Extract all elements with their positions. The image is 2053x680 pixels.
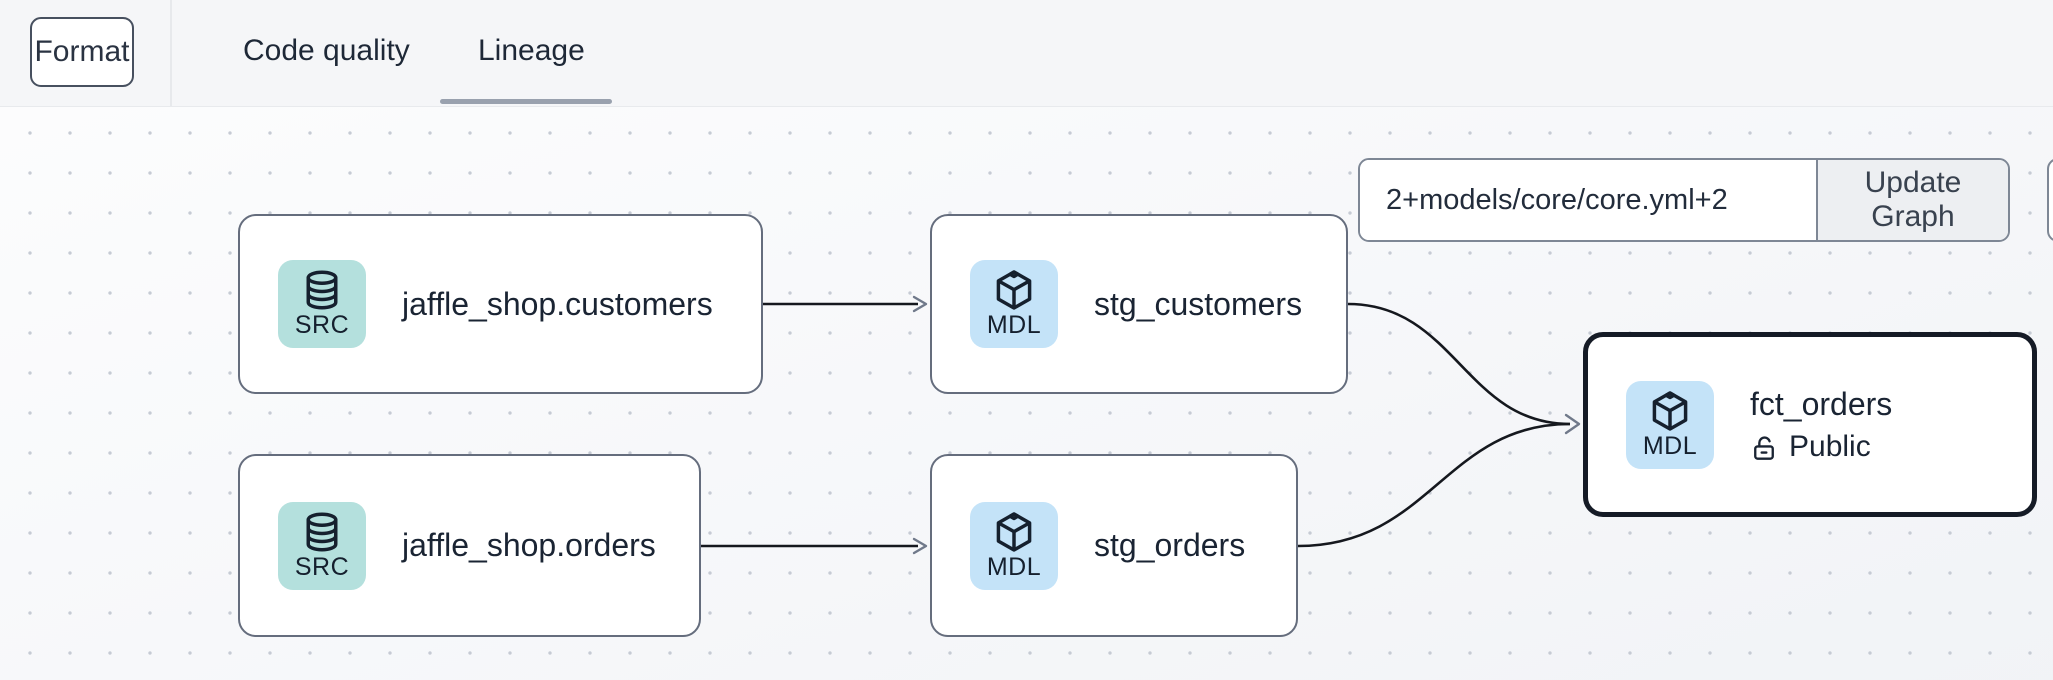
model-badge: MDL bbox=[970, 260, 1058, 348]
access-row: Public bbox=[1750, 430, 1892, 464]
update-graph-button[interactable]: Update Graph bbox=[1816, 160, 2008, 240]
model-badge: MDL bbox=[1626, 380, 1714, 469]
node-label: stg_customers bbox=[1094, 285, 1303, 322]
lineage-selector-input[interactable] bbox=[1360, 160, 1816, 240]
node-label: jaffle_shop.customers bbox=[402, 285, 713, 322]
node-label: stg_orders bbox=[1094, 527, 1246, 563]
badge-kind-label: MDL bbox=[986, 552, 1042, 581]
database-icon bbox=[306, 511, 338, 552]
node-label: fct_orders bbox=[1750, 385, 1893, 422]
active-tab-underline bbox=[440, 99, 612, 104]
cube-icon bbox=[1652, 390, 1688, 431]
model-badge: MDL bbox=[970, 501, 1058, 590]
badge-kind-label: SRC bbox=[294, 311, 350, 339]
node-jaffle-shop-orders[interactable]: SRC jaffle_shop.orders bbox=[238, 454, 701, 637]
database-icon bbox=[306, 270, 338, 310]
node-label: jaffle_shop.orders bbox=[402, 527, 656, 563]
source-badge: SRC bbox=[278, 260, 366, 348]
top-toolbar: Format Code quality Lineage bbox=[0, 0, 2053, 107]
tab-code-quality[interactable]: Code quality bbox=[243, 33, 410, 67]
cube-icon bbox=[996, 270, 1032, 310]
node-stg-customers[interactable]: MDL stg_customers bbox=[930, 214, 1348, 394]
access-label: Public bbox=[1789, 429, 1871, 463]
format-button[interactable]: Format bbox=[30, 17, 134, 87]
clipped-right-button[interactable] bbox=[2047, 158, 2053, 242]
source-badge: SRC bbox=[278, 501, 366, 590]
toolbar-divider bbox=[170, 0, 172, 106]
badge-kind-label: MDL bbox=[1642, 431, 1698, 460]
cube-icon bbox=[996, 511, 1032, 552]
badge-kind-label: MDL bbox=[986, 311, 1042, 339]
badge-kind-label: SRC bbox=[294, 552, 350, 581]
tab-lineage[interactable]: Lineage bbox=[478, 33, 585, 67]
node-fct-orders[interactable]: MDL fct_orders Public bbox=[1583, 332, 2037, 517]
lineage-selector-group: Update Graph bbox=[1358, 158, 2010, 242]
node-jaffle-shop-customers[interactable]: SRC jaffle_shop.customers bbox=[238, 214, 763, 394]
node-stg-orders[interactable]: MDL stg_orders bbox=[930, 454, 1298, 637]
unlocked-padlock-icon bbox=[1754, 435, 1774, 460]
